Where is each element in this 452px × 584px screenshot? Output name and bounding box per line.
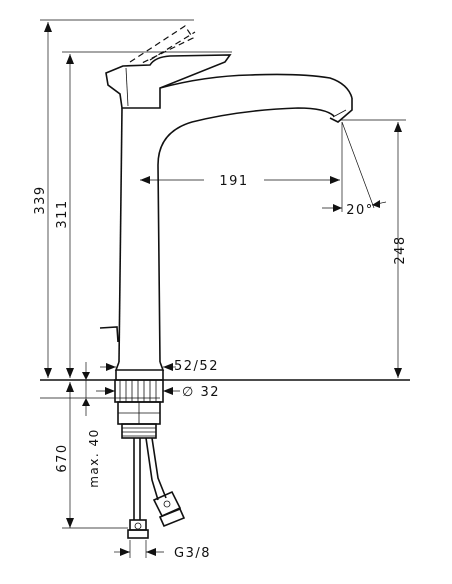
dimension-thread: G3/8 (114, 540, 211, 561)
label-spout-angle: 20° (346, 203, 374, 218)
dimension-spout-height: 311 (55, 51, 232, 378)
dimension-total-height: 339 (33, 19, 194, 378)
label-spout-height: 311 (55, 199, 70, 228)
faucet-body (99, 73, 353, 380)
label-total-height: 339 (33, 185, 48, 214)
dimension-base-diameter: ∅ 32 (96, 385, 220, 400)
dimension-deck-thickness: max. 40 (82, 362, 101, 488)
label-thread: G3/8 (174, 546, 211, 561)
label-body-size: 52/52 (174, 359, 219, 374)
flexible-hoses (127, 437, 186, 539)
dimension-spout-reach: 191 (140, 174, 340, 189)
label-hose-length: 670 (55, 443, 70, 472)
label-spout-reach: 191 (219, 174, 248, 189)
dimension-outlet-height: 248 (340, 119, 408, 378)
mounting-shank (114, 379, 164, 439)
lever-handle (105, 25, 232, 109)
label-outlet-height: 248 (393, 235, 408, 264)
label-base-diameter: ∅ 32 (182, 385, 220, 400)
label-deck-thickness: max. 40 (87, 428, 101, 488)
dimension-body-size: 52/52 (100, 359, 219, 374)
dimension-hose-length: 670 (55, 382, 128, 529)
dimension-spout-angle: 20° (322, 121, 387, 218)
